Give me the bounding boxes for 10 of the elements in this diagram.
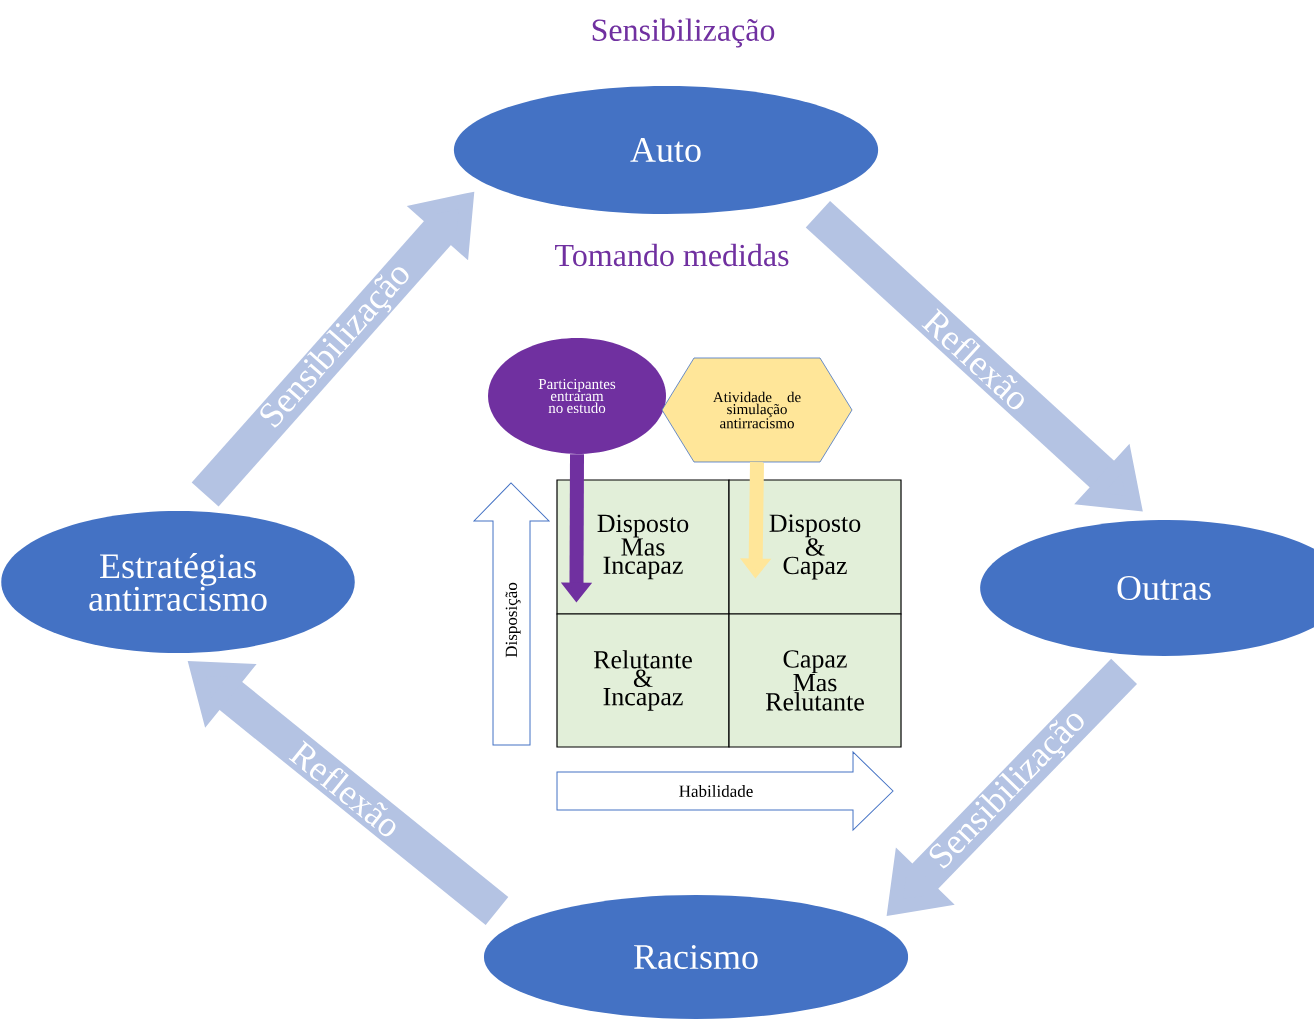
heading-text: Tomando medidas — [555, 243, 789, 267]
matrix-cell: Capaz Mas Relutante — [728, 613, 902, 748]
ellipse-node: Estratégias antirracismo — [1, 511, 355, 653]
heading-text: Sensibilização — [592, 18, 775, 48]
matrix-cell: Disposto Mas Incapaz — [556, 479, 730, 615]
hexagon-node: Atividade de simulação antirracismo — [661, 357, 853, 463]
ellipse-node: Auto — [453, 86, 879, 214]
matrix-cell: Relutante & Incapaz — [556, 613, 730, 748]
ellipse-node: Racismo — [483, 895, 909, 1019]
matrix-cell: Disposto & Capaz — [728, 479, 902, 615]
